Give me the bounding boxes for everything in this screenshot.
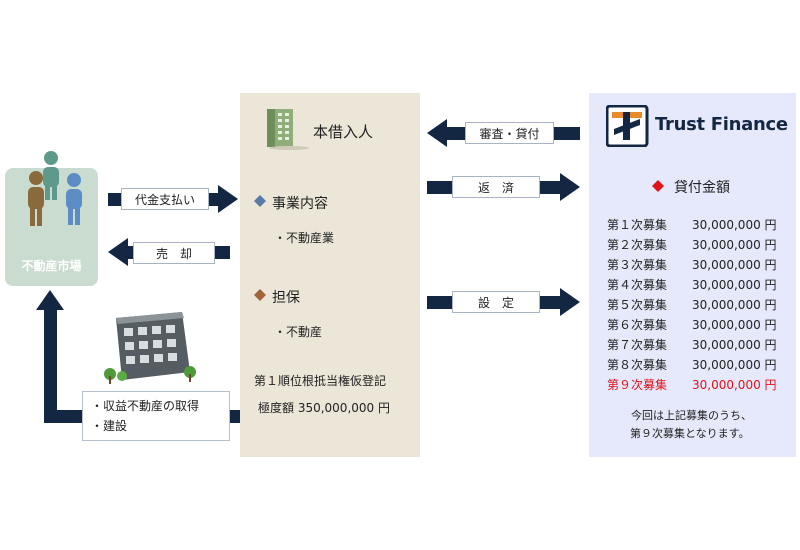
trust-finance-logo-icon: [606, 105, 649, 147]
round-amount: 30,000,000 円: [692, 258, 777, 272]
round-label: 第１次募集: [607, 218, 668, 232]
round-label: 第９次募集: [607, 378, 668, 392]
apartment-building-icon: [104, 312, 196, 384]
repayment-label: 返 済: [452, 176, 540, 198]
collateral-item: ・不動産: [274, 325, 323, 339]
collateral-heading: 担保: [272, 290, 300, 306]
round-amount: 30,000,000 円: [692, 298, 777, 312]
round-label: 第３次募集: [607, 258, 668, 272]
brown-diamond-icon: [254, 289, 266, 301]
round-amount: 30,000,000 円: [692, 238, 777, 252]
round-amount: 30,000,000 円: [692, 318, 777, 332]
round-label: 第８次募集: [607, 358, 668, 372]
note-line-1: 今回は上記募集のうち、: [631, 409, 752, 422]
registration-text: 第１順位根抵当権仮登記: [254, 374, 387, 388]
round-label: 第２次募集: [607, 238, 668, 252]
round-amount: 30,000,000 円: [692, 218, 777, 232]
market-label: 不動産市場: [21, 259, 82, 273]
lender-panel: [589, 93, 796, 457]
loan-heading: 貸付金額: [674, 180, 730, 196]
review-loan-label: 審査・貸付: [465, 122, 554, 144]
borrower-title: 本借入人: [313, 123, 374, 141]
sale-label: 売 却: [133, 242, 215, 264]
red-diamond-icon: [652, 180, 664, 192]
setup-label: 設 定: [452, 291, 540, 313]
people-icon: [28, 151, 82, 226]
brand-name: Trust Finance: [655, 114, 788, 135]
round-amount: 30,000,000 円: [692, 278, 777, 292]
borrower-panel: [240, 93, 420, 457]
blue-diamond-icon: [254, 195, 266, 207]
round-label: 第７次募集: [607, 338, 668, 352]
acquisition-box: ・収益不動産の取得 ・建設: [82, 391, 230, 441]
max-amount-text: 極度額 350,000,000 円: [258, 401, 390, 415]
real-estate-market-box: 不動産市場: [5, 151, 98, 286]
round-label: 第５次募集: [607, 298, 668, 312]
round-amount: 30,000,000 円: [692, 358, 777, 372]
business-item: ・不動産業: [274, 231, 335, 245]
round-label: 第６次募集: [607, 318, 668, 332]
round-amount: 30,000,000 円: [692, 338, 777, 352]
round-label: 第４次募集: [607, 278, 668, 292]
office-building-icon: [267, 109, 309, 150]
business-heading: 事業内容: [272, 196, 328, 212]
note-line-2: 第９次募集となります。: [630, 427, 750, 440]
acquisition-item-2: ・建設: [91, 419, 128, 433]
payment-label: 代金支払い: [121, 188, 209, 210]
acquisition-item-1: ・収益不動産の取得: [91, 399, 200, 413]
round-amount: 30,000,000 円: [692, 378, 777, 392]
